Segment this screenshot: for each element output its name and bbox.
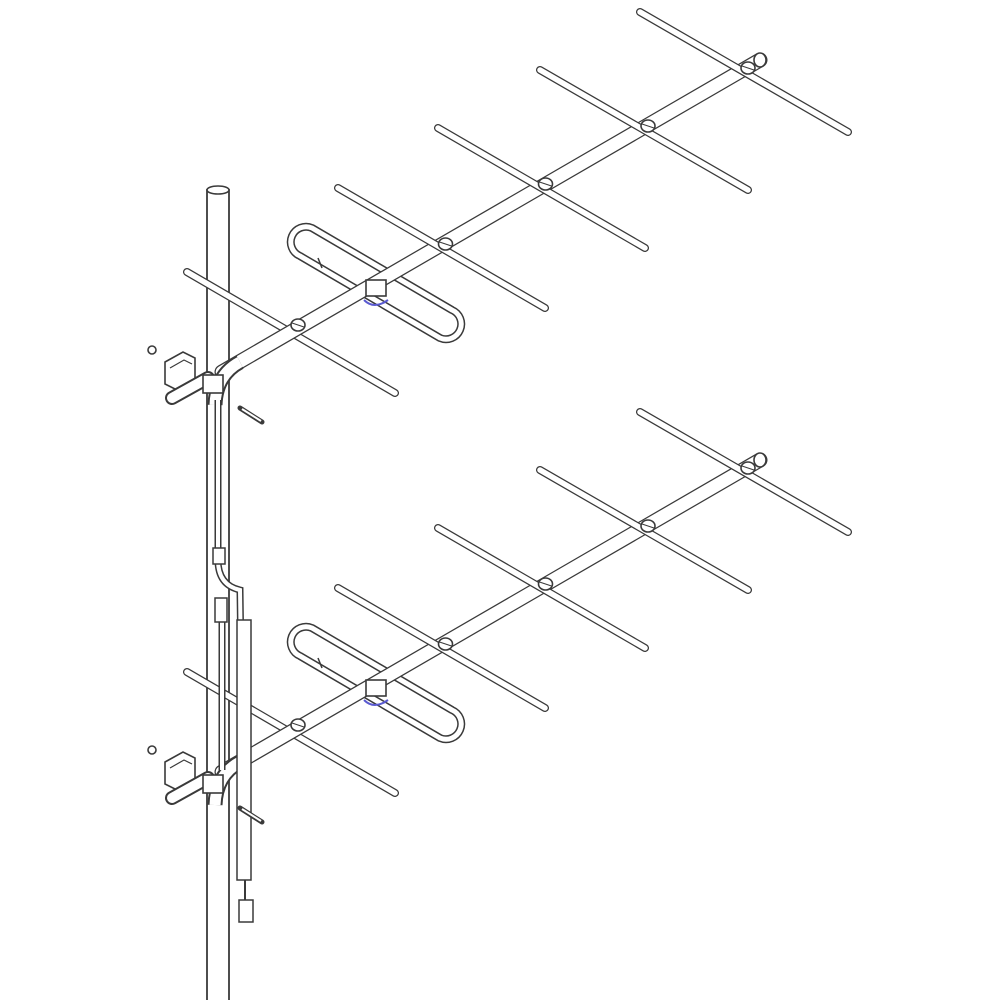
nut [147,345,157,355]
mast-bracket [202,374,224,394]
director-clamp-4 [437,637,454,651]
director-clamp-3 [537,577,554,591]
dipole-feed-block [363,279,389,306]
feed-connector-highlight [363,699,389,706]
dipole-feed-block [363,679,389,706]
mast-bracket [202,774,224,794]
boom [214,52,768,380]
folded-dipole-element [286,222,466,344]
boom [214,452,768,780]
n-connector [238,899,254,923]
feed-connector-highlight [363,299,389,306]
director-clamp-4 [437,237,454,251]
boom-end-cap [753,52,767,68]
mast-stub [165,771,215,805]
reflector-clamp [290,718,306,732]
director-clamp-2 [640,519,656,533]
cable-connector-joint [212,547,226,565]
mounting-hardware [147,345,265,825]
director-clamp-1 [740,461,756,475]
folded-dipole-element [286,622,466,744]
yagi-antenna-lower [183,408,852,806]
director-clamp-2 [640,119,656,133]
nut [147,745,157,755]
director-clamp-3 [537,177,554,191]
mast [206,185,230,1000]
mounting-bolt [237,805,265,825]
mounting-bolt [237,405,265,425]
yagi-antenna-upper [183,8,852,406]
cable-sleeve [236,619,252,881]
boom-end-cap [753,452,767,468]
mast-stub [165,371,215,405]
mast-pipe [206,185,230,1000]
reflector-clamp [290,318,306,332]
cable-splitter [214,597,228,623]
mast-top-cap [206,185,230,195]
director-clamp-1 [740,61,756,75]
